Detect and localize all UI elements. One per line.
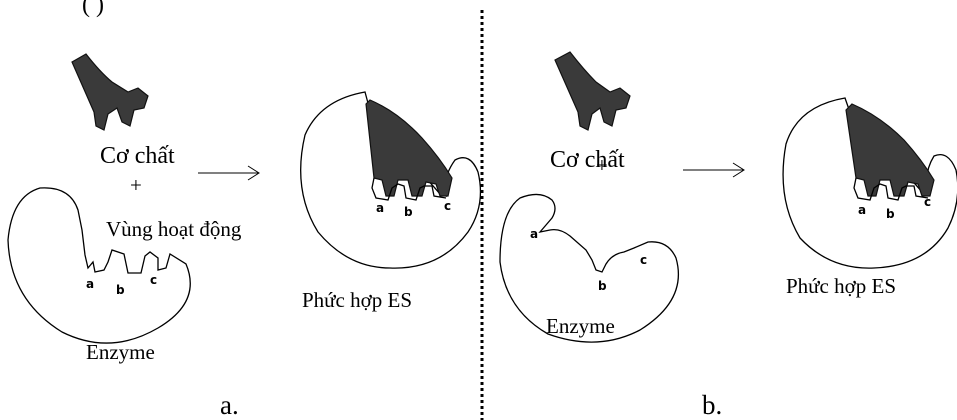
complex-letter-b-c: c xyxy=(924,195,931,209)
es-complex-a: a b c xyxy=(301,92,481,268)
enzyme-outline-a xyxy=(8,188,190,343)
caption-b: b. xyxy=(702,390,722,420)
active-site-label-a: Vùng hoạt động xyxy=(106,217,242,241)
site-letter-b-c: c xyxy=(640,253,647,267)
complex-substrate-a xyxy=(366,100,452,196)
reaction-arrow-b xyxy=(683,163,744,177)
site-letter-a-c: c xyxy=(150,273,157,287)
plus-sign-b: + xyxy=(596,153,608,177)
header-fragment: ( ) xyxy=(82,0,104,18)
complex-letter-a-a: a xyxy=(376,201,384,215)
site-letter-b-b: b xyxy=(598,279,607,293)
plus-sign-a: + xyxy=(130,173,142,197)
substrate-label-a: Cơ chất xyxy=(100,143,175,169)
complex-label-b: Phức hợp ES xyxy=(786,274,896,298)
complex-letter-b-b: b xyxy=(886,207,895,221)
complex-label-a: Phức hợp ES xyxy=(302,288,412,312)
enzyme-label-a: Enzyme xyxy=(86,340,155,364)
site-letter-a-a: a xyxy=(86,277,94,291)
caption-a: a. xyxy=(220,390,239,420)
panel-b: Cơ chất + a b c Enzyme a b c Phức hợp ES… xyxy=(500,52,957,420)
es-complex-b: a b c xyxy=(783,98,957,268)
reaction-arrow-a xyxy=(198,166,259,180)
site-letter-a-b: b xyxy=(116,283,125,297)
panel-a: Cơ chất + Vùng hoạt động a b c Enzyme a … xyxy=(8,54,480,420)
enzyme-label-b: Enzyme xyxy=(546,314,615,338)
complex-letter-b-a: a xyxy=(858,203,866,217)
site-letter-b-a: a xyxy=(530,227,538,241)
complex-letter-a-b: b xyxy=(404,205,413,219)
substrate-shape-a xyxy=(72,54,148,130)
substrate-shape-b xyxy=(555,52,630,130)
substrate-label-b: Cơ chất xyxy=(550,147,625,173)
complex-letter-a-c: c xyxy=(444,199,451,213)
complex-substrate-b xyxy=(846,104,934,196)
